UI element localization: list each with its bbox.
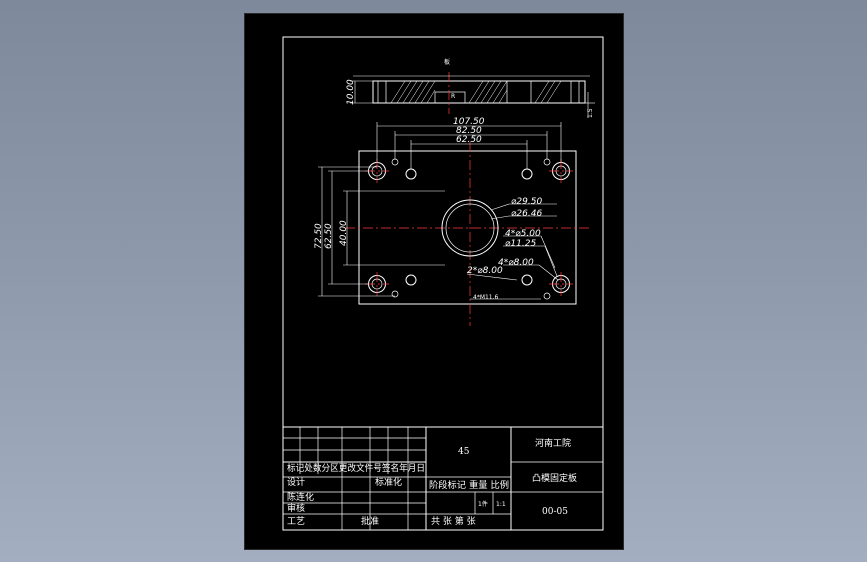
review-label: 审核 xyxy=(287,502,305,514)
section-pocket xyxy=(434,91,466,104)
right-dim: 1.5 xyxy=(587,108,594,118)
callout-2x8: 2*⌀8.00 xyxy=(467,266,503,276)
design-label: 设计 xyxy=(287,476,305,488)
approve-label: 批准 xyxy=(361,515,379,527)
center-mark: R xyxy=(451,93,455,100)
cad-drawing: 板 10.00 1.5 R xyxy=(282,36,604,531)
section-outline xyxy=(372,80,586,104)
dim-40: 40.00 xyxy=(339,220,349,246)
callout-4x8: 4*⌀8.00 xyxy=(498,258,534,268)
plate-outline xyxy=(358,150,577,305)
section-slot-left xyxy=(377,80,387,104)
scale: 1:1 xyxy=(496,501,506,508)
standardize-label: 标准化 xyxy=(375,476,402,488)
title-block-frame xyxy=(282,426,604,531)
v-dimensions xyxy=(318,166,445,297)
callout-4x5: 4*⌀5.00 xyxy=(505,229,541,239)
callout-d26: ⌀26.46 xyxy=(511,209,542,219)
callout-4xm: 4*M11.6 xyxy=(473,294,499,301)
title-block: 45 河南工院 凸模固定板 00-05 标记处数分区更改文件号签名年月日 设计 … xyxy=(282,426,604,531)
dim-107: 107.50 xyxy=(453,117,485,127)
section-slot-right xyxy=(570,80,580,104)
dim-62-horizontal: 62.50 xyxy=(456,135,482,145)
section-slot-mid xyxy=(506,80,532,104)
callout-leaders xyxy=(466,203,559,300)
callout-d29: ⌀29.50 xyxy=(511,197,542,207)
sheet-info: 共 张 第 张 xyxy=(431,515,476,527)
thickness-dim: 10.00 xyxy=(346,79,356,105)
quantity: 1件 xyxy=(478,500,488,508)
hatch-right xyxy=(534,80,562,104)
dim-62-vertical: 62.50 xyxy=(324,223,334,249)
dim-82: 82.50 xyxy=(456,126,482,136)
section-width-label: 板 xyxy=(444,58,450,66)
stage-label: 阶段标记 重量 比例 xyxy=(429,479,509,491)
designer-name: 陈连化 xyxy=(287,491,314,503)
revision-row-header: 标记处数分区更改文件号签名年月日 xyxy=(287,462,425,474)
tapped-holes xyxy=(391,158,551,300)
drawing-sheet: 板 10.00 1.5 R xyxy=(244,13,624,550)
part-name: 凸模固定板 xyxy=(532,472,577,484)
material: 45 xyxy=(458,447,470,457)
h-dimensions xyxy=(376,122,562,169)
process-label: 工艺 xyxy=(287,516,305,527)
school-name: 河南工院 xyxy=(535,437,571,449)
drawing-number: 00-05 xyxy=(542,507,568,517)
bore-inner xyxy=(445,203,495,253)
plan-view: 107.50 82.50 62.50 72.50 62.50 40.00 xyxy=(314,117,590,326)
hatch-mid xyxy=(468,80,508,104)
bore-outer xyxy=(441,199,499,257)
dim-72: 72.50 xyxy=(314,223,324,249)
hatch-left xyxy=(390,80,436,104)
callout-d11: ⌀11.25 xyxy=(505,239,536,249)
inner-border xyxy=(282,36,604,531)
section-view: 板 10.00 1.5 R xyxy=(346,58,595,118)
